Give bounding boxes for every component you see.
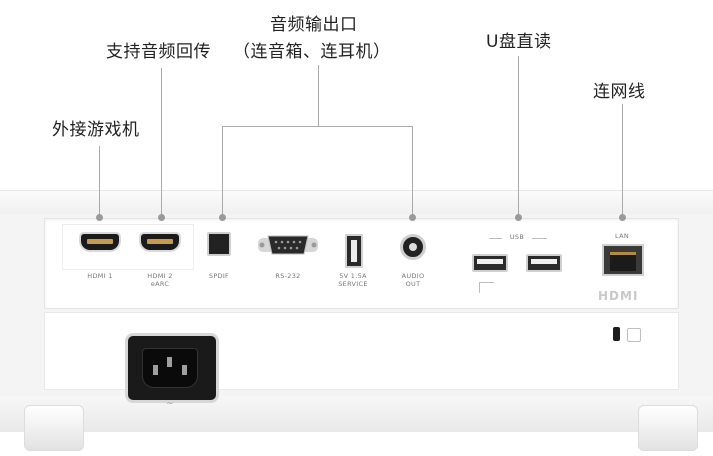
spdif-port-icon	[207, 232, 231, 256]
spdif-label: SPDIF	[208, 272, 230, 280]
service-label: SERVICE	[338, 280, 368, 288]
audio-label-top: AUDIO	[401, 272, 425, 280]
callout-audio-title: 音频输出口	[270, 15, 358, 35]
hdmi2-label: HDMI 2	[147, 272, 173, 280]
power-pin-ground	[167, 357, 172, 367]
usb1-port-icon	[472, 254, 508, 272]
power-socket-icon	[125, 333, 219, 403]
leader-line-audio-bar	[222, 126, 413, 127]
hdmi1-port-icon	[81, 234, 119, 250]
rs232-port-icon	[258, 235, 318, 255]
leader-line-usb	[518, 56, 519, 218]
hdmi2-port-icon	[141, 234, 179, 250]
hdmi-group-frame	[62, 224, 194, 270]
audio-jack-icon	[400, 234, 426, 260]
usb-underline	[479, 282, 494, 293]
leader-dot-hdmi1	[96, 214, 103, 221]
leader-line-audio-stem	[318, 65, 319, 126]
leader-dot-hdmi2	[158, 214, 165, 221]
leader-dot-audio-out	[409, 214, 416, 221]
callout-lan: 连网线	[593, 82, 646, 102]
service-usb-port-icon	[345, 234, 363, 268]
callout-audio-sub: （连音箱、连耳机）	[233, 42, 391, 62]
projector-top-edge	[0, 190, 713, 217]
lan-label: LAN	[615, 232, 629, 240]
leader-line-hdmi1	[99, 146, 100, 218]
kensington-slot-icon	[613, 327, 620, 341]
leader-dot-lan	[619, 214, 626, 221]
usb-label: USB	[502, 233, 532, 241]
usb2-port-icon	[526, 254, 562, 272]
audio-label-bottom: OUT	[405, 280, 421, 288]
leader-line-audio-out	[412, 126, 413, 218]
hdmi-logo: HDMI	[598, 289, 639, 303]
left-foot	[24, 405, 84, 451]
callout-game: 外接游戏机	[52, 120, 140, 140]
ac-symbol-icon: ∼	[166, 399, 174, 409]
power-socket-inner	[142, 348, 198, 388]
projector-base	[0, 396, 713, 432]
leader-line-spdif	[222, 126, 223, 218]
kensington-lock-icon	[627, 328, 641, 342]
power-pin-left	[153, 365, 158, 375]
lan-port-icon	[602, 244, 644, 276]
callout-arc: 支持音频回传	[106, 42, 211, 62]
right-foot	[638, 405, 698, 451]
leader-line-lan	[622, 104, 623, 218]
power-pin-right	[182, 365, 187, 375]
hdmi1-label: HDMI 1	[87, 272, 113, 280]
callout-usb-drive: U盘直读	[486, 32, 552, 52]
rs232-label: RS-232	[275, 272, 301, 280]
leader-line-hdmi2	[161, 68, 162, 218]
hdmi2-earc-label: eARC	[150, 280, 170, 288]
leader-dot-usb	[515, 214, 522, 221]
leader-dot-spdif	[219, 214, 226, 221]
service-power-label: 5V 1.5A	[339, 272, 367, 280]
